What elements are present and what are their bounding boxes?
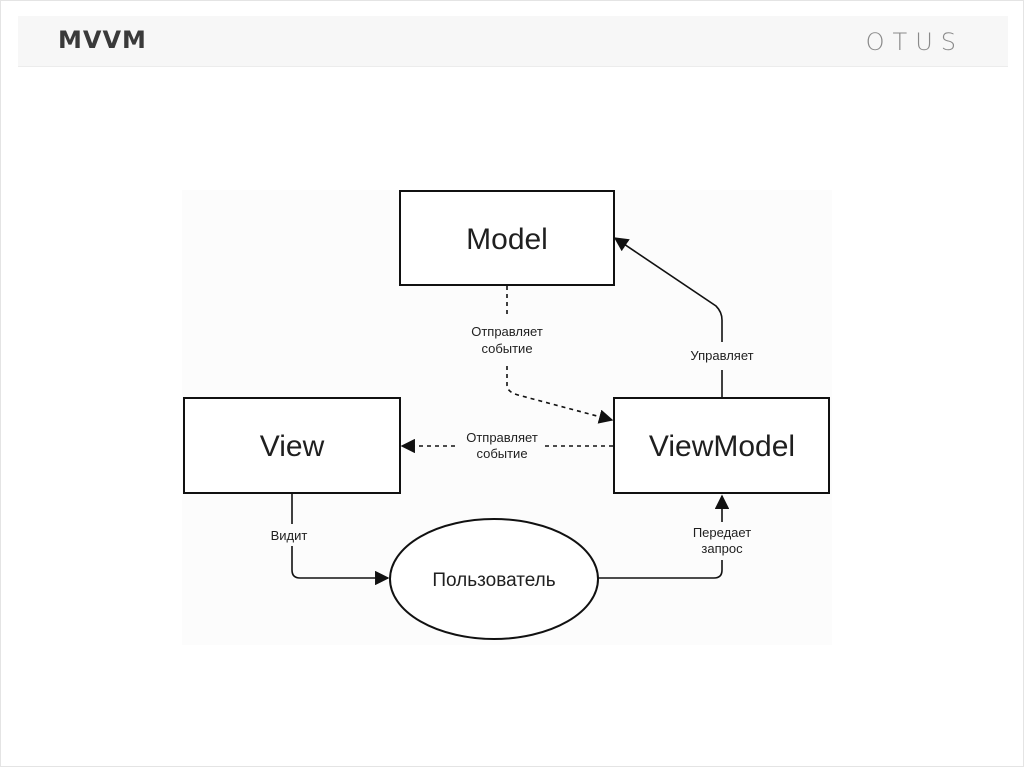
- model-to-viewmodel-label-line1: Отправляет: [471, 324, 543, 339]
- user-node: [389, 518, 599, 640]
- otus-logo: OTUS: [865, 28, 964, 56]
- model-node-label: Model: [466, 223, 548, 256]
- viewmodel-node-label: ViewModel: [649, 430, 795, 463]
- user-node-label: Пользователь: [432, 570, 555, 591]
- slide-title: MVVM: [58, 26, 147, 54]
- user-to-viewmodel-label-line2: запрос: [701, 541, 743, 556]
- view-node: [183, 397, 401, 494]
- user-to-viewmodel-edge-lower: [598, 560, 723, 579]
- viewmodel-to-model-label: Управляет: [690, 348, 753, 363]
- model-to-viewmodel-label-line2: событие: [481, 341, 532, 356]
- view-to-user-label: Видит: [271, 528, 308, 543]
- model-to-viewmodel-edge: [506, 366, 614, 424]
- view-to-user-edge: [291, 546, 390, 586]
- user-to-viewmodel-label-line1: Передает: [693, 525, 751, 540]
- viewmodel-node: [613, 397, 830, 494]
- view-node-label: View: [260, 430, 325, 463]
- slide-header: MVVM OTUS: [18, 16, 1008, 67]
- model-node: [399, 190, 615, 286]
- viewmodel-to-view-label-line1: Отправляет: [466, 430, 538, 445]
- viewmodel-to-view-label-line2: событие: [476, 446, 527, 461]
- viewmodel-to-model-edge: [613, 237, 723, 342]
